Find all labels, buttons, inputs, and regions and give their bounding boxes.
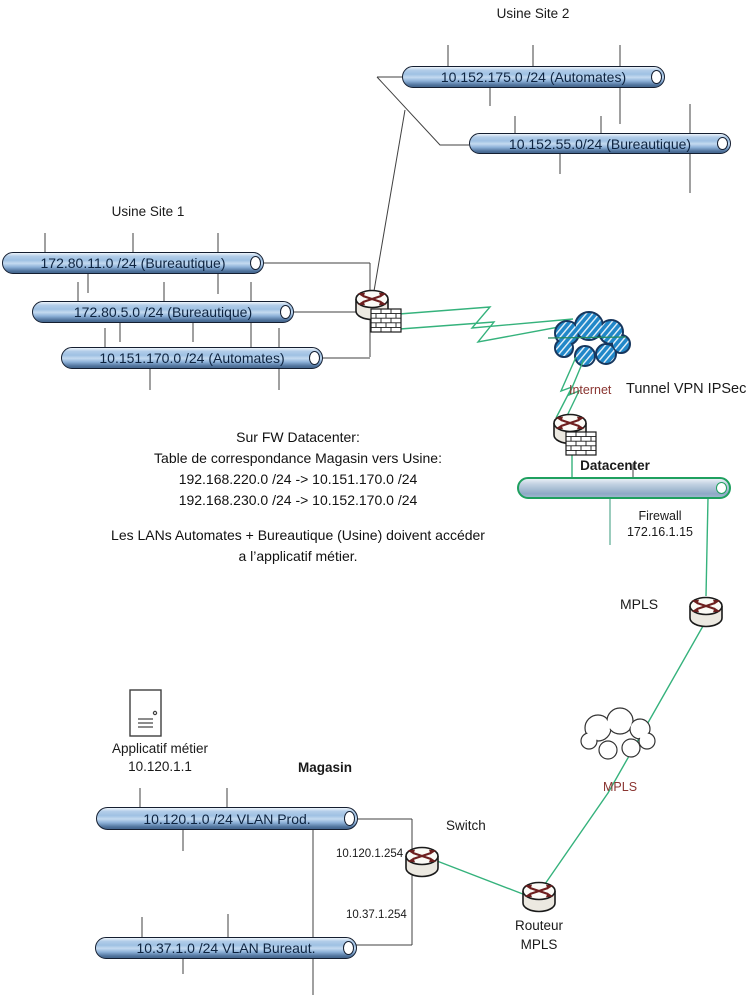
note-line-1: Sur FW Datacenter: bbox=[236, 429, 360, 445]
lightning-link-icon bbox=[398, 306, 576, 344]
segment-label: 172.80.11.0 /24 (Bureautique) bbox=[40, 255, 226, 271]
site2-bureautique-segment: 10.152.55.0/24 (Bureautique) bbox=[469, 133, 731, 154]
segment-cap bbox=[250, 256, 261, 270]
segment-label: 172.80.5.0 /24 (Bureautique) bbox=[73, 304, 253, 320]
segment-cap bbox=[280, 305, 291, 319]
site2-title: Usine Site 2 bbox=[496, 6, 570, 21]
note-line-6: a l’applicatif métier. bbox=[238, 548, 358, 564]
segment-cap bbox=[651, 70, 662, 84]
segment-cap bbox=[717, 137, 728, 150]
magasin-vlan-prod-segment: 10.120.1.0 /24 VLAN Prod. bbox=[96, 807, 358, 830]
internet-link-icon bbox=[555, 356, 585, 421]
magasin-title: Magasin bbox=[298, 760, 353, 775]
datacenter-backbone-segment bbox=[517, 477, 731, 499]
site1-bureautique1-segment: 172.80.11.0 /24 (Bureautique) bbox=[2, 252, 264, 274]
annotation-note: Sur FW Datacenter: Table de correspondan… bbox=[52, 427, 544, 567]
vlan-bur-gateway-label: 10.37.1.254 bbox=[346, 909, 407, 921]
mpls-router-icon bbox=[688, 596, 724, 628]
applicatif-ip-label: 10.120.1.1 bbox=[128, 759, 192, 774]
magasin-switch-icon bbox=[404, 846, 440, 878]
mpls-cloud-label: MPLS bbox=[603, 780, 638, 794]
firewall-ip-label: 172.16.1.15 bbox=[626, 525, 694, 539]
note-line-3: 192.168.220.0 /24 -> 10.151.170.0 /24 bbox=[178, 471, 418, 487]
firewall-label: Firewall bbox=[638, 509, 682, 523]
datacenter-title: Datacenter bbox=[580, 458, 650, 473]
segment-cap bbox=[309, 351, 320, 365]
segment-cap bbox=[343, 941, 354, 955]
segment-cap bbox=[344, 811, 355, 826]
applicatif-block: Applicatif métier 10.120.1.1 bbox=[78, 740, 242, 776]
mpls-router-label: MPLS bbox=[620, 596, 659, 612]
vlan-prod-gateway-label: 10.120.1.254 bbox=[336, 848, 404, 860]
site2-automates-segment: 10.152.175.0 /24 (Automates) bbox=[402, 66, 665, 88]
routeur-mpls-label-line2: MPLS bbox=[520, 937, 558, 952]
site1-title: Usine Site 1 bbox=[111, 204, 185, 219]
note-line-2: Table de correspondance Magasin vers Usi… bbox=[154, 450, 442, 466]
server-icon bbox=[129, 689, 162, 737]
applicatif-metier-label: Applicatif métier bbox=[111, 741, 209, 756]
mpls-cloud-icon bbox=[580, 707, 656, 760]
segment-label: 10.152.55.0/24 (Bureautique) bbox=[508, 135, 692, 152]
segment-label: 10.152.175.0 /24 (Automates) bbox=[440, 69, 627, 85]
site1-bureautique2-segment: 172.80.5.0 /24 (Bureautique) bbox=[32, 301, 294, 323]
segment-label: 10.37.1.0 /24 VLAN Bureaut. bbox=[136, 940, 316, 956]
internet-label: Internet bbox=[569, 383, 612, 397]
tunnel-vpn-label: Tunnel VPN IPSec bbox=[626, 381, 747, 397]
note-line-4: 192.168.230.0 /24 -> 10.152.170.0 /24 bbox=[178, 492, 418, 508]
routeur-mpls-label-block: Routeur MPLS bbox=[496, 916, 582, 954]
segment-cap bbox=[716, 482, 727, 494]
note-line-5: Les LANs Automates + Bureautique (Usine)… bbox=[111, 527, 485, 543]
internet-cloud-icon bbox=[547, 311, 631, 367]
segment-label: 10.151.170.0 /24 (Automates) bbox=[99, 350, 285, 366]
datacenter-firewall-icon bbox=[565, 431, 597, 456]
site1-firewall-icon bbox=[370, 308, 402, 333]
gray-connectors bbox=[44, 45, 691, 995]
magasin-vlan-bureautique-segment: 10.37.1.0 /24 VLAN Bureaut. bbox=[95, 937, 357, 959]
firewall-label-block: Firewall 172.16.1.15 bbox=[600, 508, 720, 540]
routeur-mpls-icon bbox=[521, 881, 557, 913]
segment-label: 10.120.1.0 /24 VLAN Prod. bbox=[143, 810, 311, 827]
green-links bbox=[436, 453, 709, 897]
switch-label: Switch bbox=[446, 818, 486, 833]
routeur-mpls-label-line1: Routeur bbox=[514, 918, 564, 933]
site1-automates-segment: 10.151.170.0 /24 (Automates) bbox=[61, 347, 323, 369]
